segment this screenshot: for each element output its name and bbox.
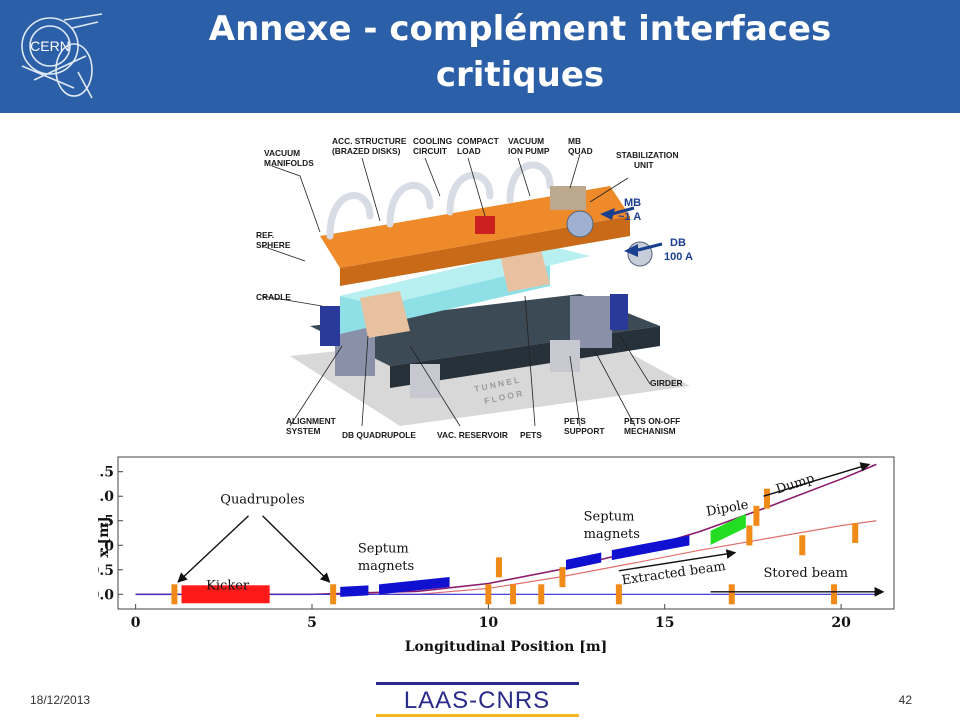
rf-block-2 <box>500 246 550 292</box>
annotation-arrow-extracted <box>618 549 737 572</box>
plot-frame <box>117 456 895 610</box>
quadrupole-marker <box>799 535 806 556</box>
annotation-septum-low-2: magnets <box>358 559 414 574</box>
y-tick-label: 0.0 <box>98 587 114 603</box>
label-mb-quad-1: MB <box>568 136 581 146</box>
label-vacuum-pump-1: VACUUM <box>508 136 544 146</box>
label-vacuum-manifolds-1: VACUUM <box>264 148 300 158</box>
quadrupole-marker <box>171 584 178 605</box>
quadrupole-marker <box>852 523 859 543</box>
page-number: 42 <box>898 693 912 707</box>
label-mb-current: ~1 A <box>618 211 641 223</box>
annotation-septum-high-1: Septum <box>584 510 635 525</box>
quadrupole-marker <box>495 557 502 578</box>
x-tick-label: 0 <box>131 615 141 631</box>
septum-magnet <box>565 552 602 570</box>
rf-block-1 <box>360 291 410 338</box>
label-alignment-2: SYSTEM <box>286 426 320 436</box>
quadrupole-marker <box>615 584 622 605</box>
quadrupole-marker <box>764 488 771 509</box>
y-axis-title: x [m] <box>98 516 112 557</box>
label-stabilization-1: STABILIZATION <box>616 150 679 160</box>
x-tick-label: 15 <box>655 615 674 631</box>
footer-date: 18/12/2013 <box>30 693 91 707</box>
label-ref-sphere-2: SPHERE <box>256 240 291 250</box>
annotation-arrow-quad-left <box>177 515 249 583</box>
beam-trajectory-1 <box>135 520 877 595</box>
quadrupole-marker <box>538 584 545 605</box>
label-cradle: CRADLE <box>256 292 291 302</box>
laas-cnrs-logo: LAAS-CNRS <box>376 678 579 720</box>
x-axis-title: Longitudinal Position [m] <box>405 639 608 655</box>
clic-module-diagram: T U N N E L F L O O R <box>250 126 700 448</box>
y-tick-label: 2.0 <box>98 489 114 505</box>
x-tick-label: 5 <box>307 615 317 631</box>
quadrupole-marker <box>753 505 760 526</box>
cern-logo-text: CERN <box>30 38 70 54</box>
label-alignment-1: ALIGNMENT <box>286 416 337 426</box>
slide-title: Annexe - complément interfaces critiques <box>130 6 910 98</box>
quadrupole-marker <box>746 525 753 546</box>
annotation-stored-beam: Stored beam <box>763 566 847 581</box>
septum-magnet <box>379 577 450 595</box>
label-pets-onoff-2: MECHANISM <box>624 426 676 436</box>
stabilization-unit <box>550 186 586 210</box>
annotation-quadrupoles: Quadrupoles <box>220 493 304 508</box>
label-pets: PETS <box>520 430 542 440</box>
label-db-current: 100 A <box>664 251 693 263</box>
quadrupole-marker <box>728 584 735 605</box>
cern-logo: CERN <box>14 10 104 102</box>
label-ref-sphere-1: REF. <box>256 230 274 240</box>
cooling-pipes <box>326 161 554 240</box>
dipole-magnet <box>710 513 746 545</box>
label-girder: GIRDER <box>650 378 683 388</box>
support-right <box>570 296 612 348</box>
label-db-beam: DB <box>670 237 686 249</box>
label-pets-onoff-1: PETS ON-OFF <box>624 416 680 426</box>
annotation-arrow-quad-right <box>262 515 331 583</box>
septum-magnet <box>611 535 690 561</box>
label-acc-structure-2: (BRAZED DISKS) <box>332 146 401 156</box>
septum-magnet <box>340 585 369 597</box>
x-tick-label: 20 <box>831 615 851 631</box>
label-pets-support-1: PETS <box>564 416 586 426</box>
annotation-arrow-dump <box>763 462 871 497</box>
quadrupole-marker <box>485 584 492 605</box>
header-bar <box>0 0 960 113</box>
kicker-magnet <box>181 585 270 604</box>
label-vacuum-pump-2: ION PUMP <box>508 146 550 156</box>
label-pets-support-2: SUPPORT <box>564 426 605 436</box>
extraction-plot: 051015202.52.01.51.00.50.0QuadrupolesKic… <box>90 455 898 660</box>
quadrupole-marker <box>330 584 337 605</box>
label-mb-beam: MB <box>624 197 641 209</box>
label-acc-structure-1: ACC. STRUCTURE <box>332 136 407 146</box>
label-stabilization-2: UNIT <box>634 160 654 170</box>
label-cooling-1: COOLING <box>413 136 452 146</box>
label-mb-quad-2: QUAD <box>568 146 593 156</box>
annotation-dipole: Dipole <box>705 498 750 520</box>
laas-logo-text: LAAS-CNRS <box>404 687 550 714</box>
compact-load <box>475 216 495 234</box>
label-compact-load-1: COMPACT <box>457 136 500 146</box>
label-cooling-2: CIRCUIT <box>413 146 448 156</box>
x-tick-label: 10 <box>479 615 499 631</box>
annotation-septum-high-2: magnets <box>584 527 640 542</box>
label-vac-reservoir: VAC. RESERVOIR <box>437 430 508 440</box>
annotation-septum-low-1: Septum <box>358 542 409 557</box>
quadrupole-marker <box>510 584 517 605</box>
y-tick-label: 0.5 <box>98 563 114 579</box>
slide-title-line-2: critiques <box>435 55 605 95</box>
mb-quad-flange <box>566 210 594 238</box>
quadrupole-marker <box>831 584 838 605</box>
slide-title-line-1: Annexe - complément interfaces <box>208 9 832 49</box>
y-tick-label: 2.5 <box>98 465 114 481</box>
annotation-kicker: Kicker <box>206 578 250 593</box>
quadrupole-marker <box>559 567 566 588</box>
label-vacuum-manifolds-2: MANIFOLDS <box>264 158 314 168</box>
label-compact-load-2: LOAD <box>457 146 481 156</box>
label-db-quadrupole: DB QUADRUPOLE <box>342 430 416 440</box>
